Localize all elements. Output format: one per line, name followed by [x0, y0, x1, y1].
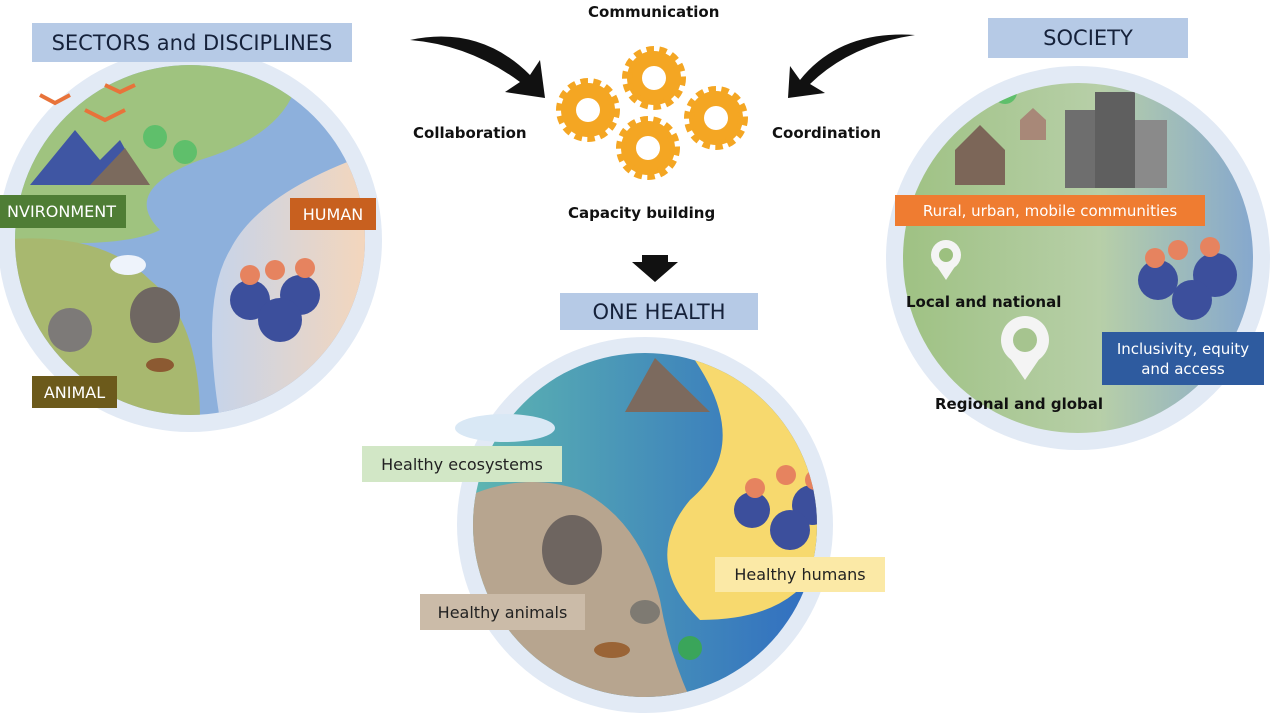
- healthy-ecosystems-label: Healthy ecosystems: [362, 446, 562, 482]
- down-arrow-icon: [632, 255, 678, 282]
- healthy-humans-label: Healthy humans: [715, 557, 885, 592]
- collaboration-label: Collaboration: [413, 124, 527, 142]
- coordination-label: Coordination: [772, 124, 881, 142]
- sectors-title: SECTORS and DISCIPLINES: [32, 23, 352, 62]
- animal-label: ANIMAL: [32, 376, 117, 408]
- environment-label: NVIRONMENT: [0, 195, 126, 228]
- location-pin-icon: [931, 240, 961, 280]
- location-pin-icon: [1001, 316, 1049, 380]
- capacity-building-label: Capacity building: [568, 204, 716, 222]
- bird-icon: [39, 83, 136, 123]
- regional-global-label: Regional and global: [935, 395, 1104, 413]
- inclusivity-label: Inclusivity, equity and access: [1102, 332, 1264, 385]
- gears-icon: [556, 46, 748, 180]
- communities-label: Rural, urban, mobile communities: [895, 195, 1205, 226]
- healthy-animals-label: Healthy animals: [420, 594, 585, 630]
- human-label: HUMAN: [290, 198, 376, 230]
- local-national-label: Local and national: [906, 293, 1062, 311]
- arrow-icon: [788, 34, 915, 98]
- arrow-icon: [410, 36, 545, 98]
- communication-label: Communication: [588, 3, 720, 21]
- one-health-title: ONE HEALTH: [560, 293, 758, 330]
- sectors-globe: [0, 48, 382, 432]
- one-health-globe: [455, 337, 833, 713]
- society-title: SOCIETY: [988, 18, 1188, 58]
